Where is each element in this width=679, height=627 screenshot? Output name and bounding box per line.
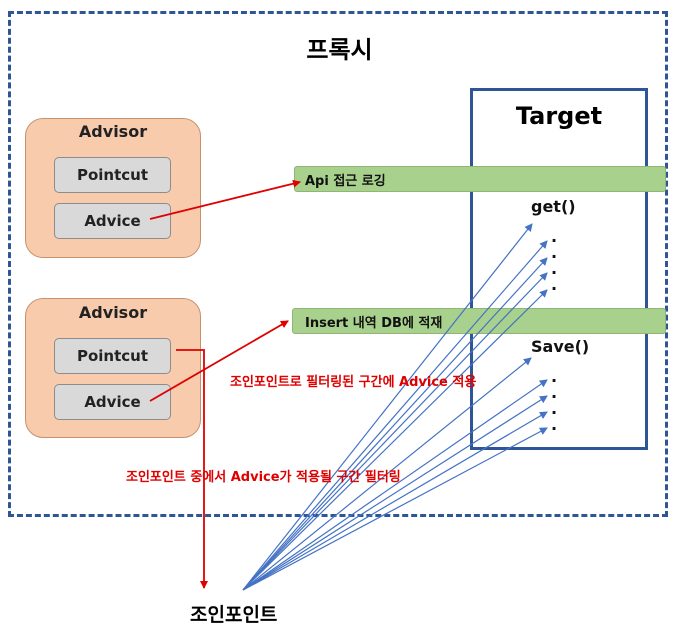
method-save: Save() xyxy=(531,337,590,356)
joinpoint-dot: . xyxy=(551,415,558,434)
advisor-title-1: Advisor xyxy=(78,122,148,141)
joinpoint-dot: . xyxy=(551,383,558,402)
target-box xyxy=(470,88,648,450)
proxy-title: 프록시 xyxy=(306,36,373,64)
joinpoint-label: 조인포인트 xyxy=(190,604,278,626)
pointcut-box-1: Pointcut xyxy=(54,157,171,193)
advice-box-2: Advice xyxy=(54,384,171,420)
advice-bar-api-logging: Api 접근 로깅 xyxy=(294,166,666,192)
joinpoint-dot: . xyxy=(551,259,558,278)
proxy-boundary xyxy=(8,11,668,517)
target-title: Target xyxy=(515,102,603,130)
advisor-title-2: Advisor xyxy=(78,303,148,322)
arrow-advice1-to-api-bar xyxy=(149,179,301,220)
joinpoint-dot: . xyxy=(551,275,558,294)
joinpoint-fan-lines xyxy=(242,223,548,591)
annotation-filter-section: 조인포인트 중에서 Advice가 적용될 구간 필터링 xyxy=(126,470,401,485)
advice-bar-db-insert: Insert 내역 DB에 적재 xyxy=(292,308,666,334)
advice-box-1: Advice xyxy=(54,203,171,239)
pointcut-box-2: Pointcut xyxy=(54,338,171,374)
joinpoint-dot: . xyxy=(551,243,558,262)
joinpoint-dot: . xyxy=(551,367,558,386)
joinpoint-dot: . xyxy=(551,399,558,418)
advice-bar-db-insert-label: Insert 내역 DB에 적재 xyxy=(305,315,443,331)
advice-bar-api-logging-label: Api 접근 로깅 xyxy=(305,173,386,189)
arrow-pointcut-to-joinpoint xyxy=(176,349,208,589)
joinpoint-dot: . xyxy=(551,227,558,246)
arrow-advice2-to-db-bar xyxy=(149,320,289,402)
method-get: get() xyxy=(531,197,576,216)
annotation-filter-apply: 조인포인트로 필터링된 구간에 Advice 적용 xyxy=(230,375,477,390)
